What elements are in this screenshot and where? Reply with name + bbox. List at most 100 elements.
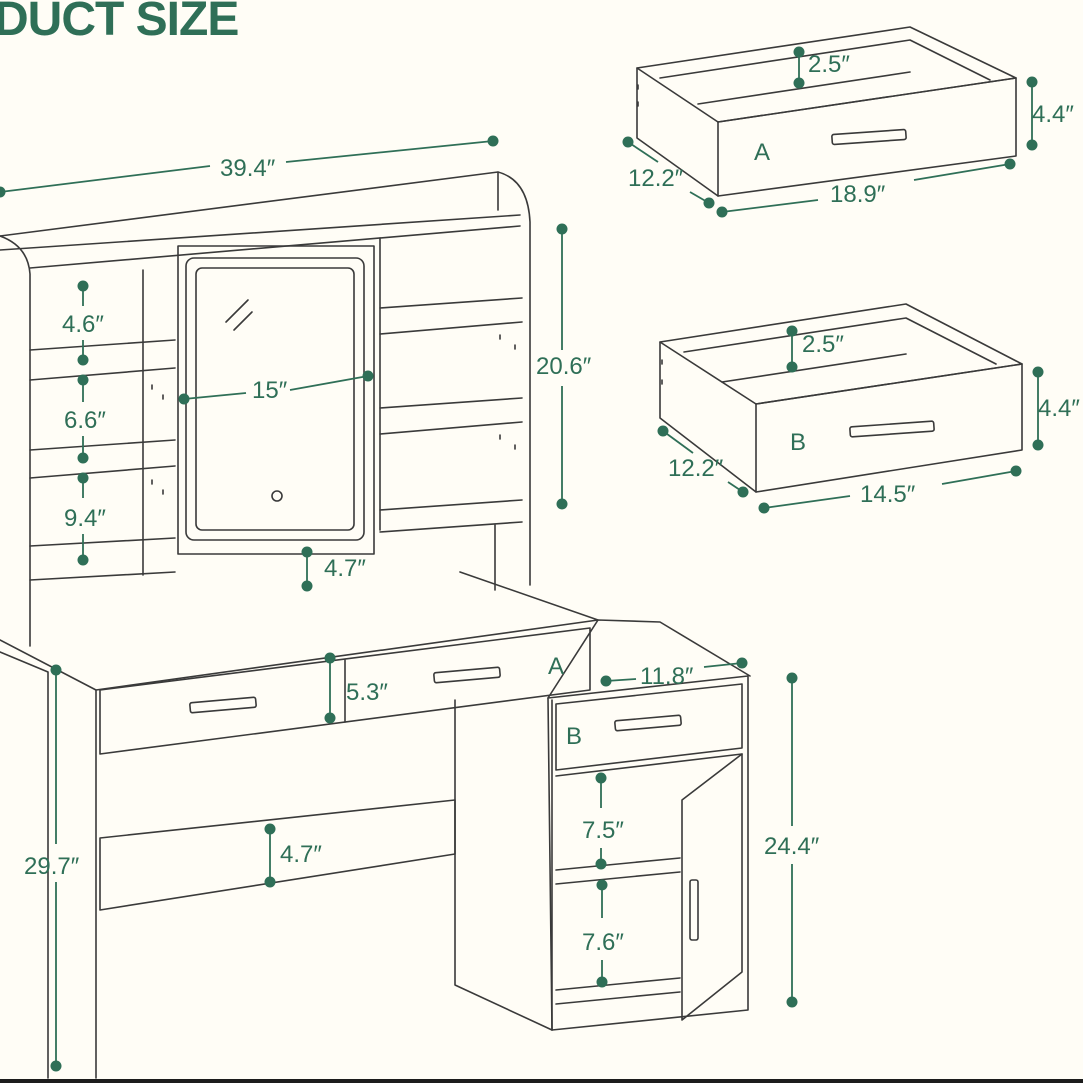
- dim-line-cabinet-shelf-1: [595, 772, 607, 870]
- label-drawer-a-height: 4.4″: [1032, 101, 1074, 128]
- dim-line-drawer-a-side: [622, 136, 715, 209]
- dim-endpoint-dot: [324, 712, 336, 724]
- dim-endpoint-dot: [77, 554, 89, 566]
- dim-endpoint-dot: [1004, 158, 1016, 170]
- dimension-labels: 39.4″ 20.6″ 4.6″ 6.6″ 9.4″ 15″ 4.7″ 5.3″…: [24, 51, 1080, 956]
- dim-endpoint-dot: [737, 486, 749, 498]
- dim-line-hutch-gap: [301, 546, 313, 592]
- dim-endpoint-dot: [77, 472, 89, 484]
- dim-endpoint-dot: [324, 652, 336, 664]
- label-drawer-b-width: 14.5″: [860, 481, 916, 508]
- dim-endpoint-dot: [596, 879, 608, 891]
- dim-endpoint-dot: [736, 657, 748, 669]
- dim-endpoint-dot: [786, 672, 798, 684]
- label-table-height: 29.7″: [24, 853, 80, 880]
- drawer-a-letter-vanity: A: [548, 653, 564, 680]
- dim-line-knee-space: [264, 823, 276, 888]
- dim-endpoint-dot: [1032, 366, 1044, 378]
- dim-endpoint-dot: [595, 772, 607, 784]
- dim-endpoint-dot: [1032, 439, 1044, 451]
- label-mirror-width: 15″: [252, 377, 288, 404]
- dim-endpoint-dot: [1026, 139, 1038, 151]
- dim-endpoint-dot: [716, 206, 728, 218]
- label-hutch-gap: 4.7″: [324, 555, 366, 582]
- label-cabinet-shelf-1: 7.5″: [582, 817, 624, 844]
- dim-endpoint-dot: [0, 186, 6, 198]
- dim-endpoint-dot: [657, 425, 669, 437]
- label-hutch-height: 20.6″: [536, 353, 592, 380]
- drawer-b-letter-detail: B: [790, 429, 806, 456]
- dim-endpoint-dot: [793, 77, 805, 89]
- dim-endpoint-dot: [50, 1060, 62, 1072]
- dim-endpoint-dot: [786, 361, 798, 373]
- dim-endpoint-dot: [556, 498, 568, 510]
- page-title: DUCT SIZE: [0, 0, 239, 46]
- dim-endpoint-dot: [50, 664, 62, 676]
- label-drawer-b-height: 4.4″: [1038, 395, 1080, 422]
- label-drawer-a-width: 18.9″: [830, 181, 886, 208]
- label-shelf-2: 6.6″: [64, 407, 106, 434]
- dim-endpoint-dot: [77, 452, 89, 464]
- drawer-a-detail: [636, 26, 1017, 197]
- dim-endpoint-dot: [786, 996, 798, 1008]
- drawer-a-letter-detail: A: [754, 139, 770, 166]
- label-drawer-a-depth: 2.5″: [808, 51, 850, 78]
- drawer-b-letter-vanity: B: [566, 723, 582, 750]
- dim-line-drawer-a-depth: [793, 46, 805, 89]
- dim-endpoint-dot: [596, 976, 608, 988]
- dim-endpoint-dot: [301, 546, 313, 558]
- dim-endpoint-dot: [793, 46, 805, 58]
- dim-endpoint-dot: [1010, 465, 1022, 477]
- label-total-width: 39.4″: [220, 155, 276, 182]
- label-knee-space: 4.7″: [280, 841, 322, 868]
- dim-line-cabinet-height: [786, 672, 798, 1008]
- dim-line-drawer-height: [324, 652, 336, 724]
- dim-line-drawer-a-height: [1026, 76, 1038, 151]
- dim-line-shelf-3: [77, 472, 89, 566]
- label-drawer-b-depth: 2.5″: [802, 331, 844, 358]
- dim-line-shelf-1: [77, 280, 89, 366]
- dim-line-mirror-width: [178, 370, 374, 405]
- dim-endpoint-dot: [622, 136, 634, 148]
- dim-endpoint-dot: [264, 823, 276, 835]
- dim-endpoint-dot: [595, 858, 607, 870]
- dim-line-shelf-2: [77, 374, 89, 464]
- dim-endpoint-dot: [1026, 76, 1038, 88]
- dim-line-drawer-b-depth: [786, 325, 798, 373]
- dim-endpoint-dot: [301, 580, 313, 592]
- label-drawer-height: 5.3″: [346, 679, 388, 706]
- dim-line-drawer-b-side: [657, 425, 749, 498]
- dim-line-drawer-a-width: [716, 158, 1016, 218]
- dim-endpoint-dot: [77, 374, 89, 386]
- dim-endpoint-dot: [786, 325, 798, 337]
- dim-endpoint-dot: [264, 876, 276, 888]
- dim-line-drawer-b-height: [1032, 366, 1044, 451]
- label-cabinet-height: 24.4″: [764, 833, 820, 860]
- dim-endpoint-dot: [77, 280, 89, 292]
- dim-endpoint-dot: [487, 135, 499, 147]
- vanity-outline: [0, 171, 751, 1079]
- bottom-border: [0, 1079, 1083, 1083]
- dim-endpoint-dot: [556, 223, 568, 235]
- dimension-lines: [0, 46, 1044, 1072]
- label-cabinet-shelf-2: 7.6″: [582, 929, 624, 956]
- label-cabinet-width: 11.8″: [640, 663, 694, 690]
- dim-endpoint-dot: [178, 393, 190, 405]
- dim-line-cabinet-shelf-2: [596, 879, 608, 988]
- label-shelf-1: 4.6″: [62, 311, 104, 338]
- dim-endpoint-dot: [77, 354, 89, 366]
- dim-endpoint-dot: [362, 370, 374, 382]
- label-shelf-3: 9.4″: [64, 505, 106, 532]
- dim-endpoint-dot: [600, 675, 612, 687]
- label-drawer-b-side: 12.2″: [668, 455, 724, 482]
- drawer-b-detail: [659, 303, 1023, 493]
- dim-line-hutch-height: [556, 223, 568, 510]
- label-drawer-a-side: 12.2″: [628, 165, 684, 192]
- dim-line-table-height: [50, 664, 62, 1072]
- dim-line-total-width: [0, 135, 499, 198]
- dim-line-drawer-b-width: [758, 465, 1022, 514]
- dim-endpoint-dot: [703, 197, 715, 209]
- dim-endpoint-dot: [758, 502, 770, 514]
- touch-button-icon: [271, 490, 283, 502]
